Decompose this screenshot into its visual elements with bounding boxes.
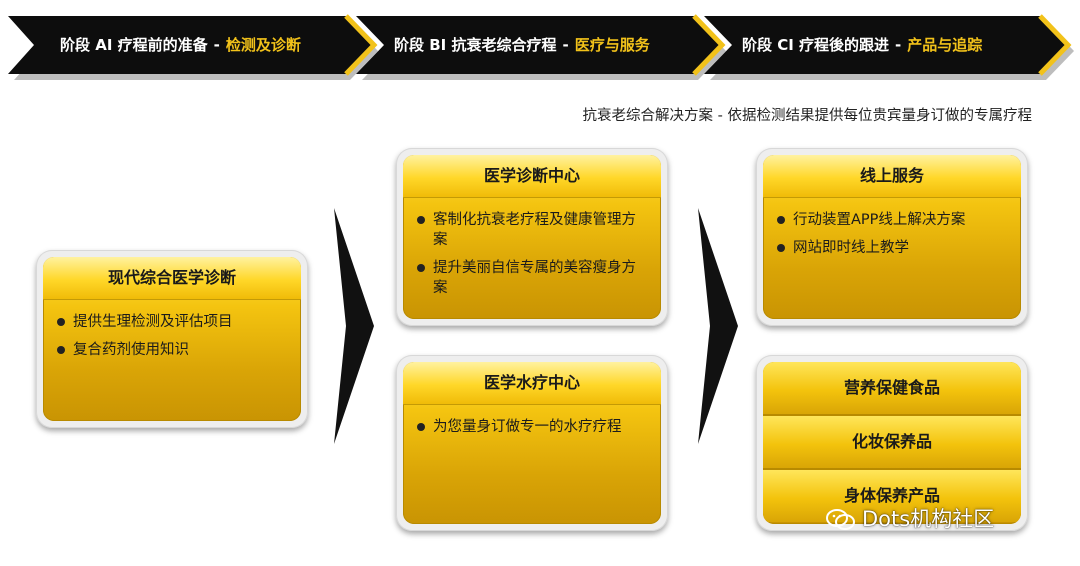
stage-band: 阶段 AI 疗程前的准备-检测及诊断 阶段 BI 抗衰老综合疗程-医疗与服务 阶… — [0, 0, 1080, 86]
product-body-care: 身体保养产品 — [763, 470, 1021, 522]
flow-arrow-2 — [698, 208, 738, 444]
online-service-card: 线上服务 行动装置APP线上解决方案 网站即时线上教学 — [763, 155, 1021, 319]
online-service-box: 线上服务 行动装置APP线上解决方案 网站即时线上教学 — [756, 148, 1028, 326]
watermark-text: Dots机构社区 — [862, 507, 995, 531]
medical-center-title: 医学诊断中心 — [403, 155, 661, 198]
watermark: Dots机构社区 — [826, 504, 994, 534]
stage-b-chevron — [356, 16, 722, 74]
hydro-center-title: 医学水疗中心 — [403, 362, 661, 405]
diagnosis-title: 现代综合医学诊断 — [43, 257, 301, 300]
list-item: 提升美丽自信专属的美容瘦身方案 — [417, 258, 643, 298]
medical-center-box: 医学诊断中心 客制化抗衰老疗程及健康管理方案 提升美丽自信专属的美容瘦身方案 — [396, 148, 668, 326]
hydro-center-list: 为您量身订做专一的水疗疗程 — [403, 417, 661, 437]
products-box: 营养保健食品 化妆保养品 身体保养产品 — [756, 355, 1028, 531]
list-item: 行动装置APP线上解决方案 — [777, 210, 1003, 230]
list-item: 复合药剂使用知识 — [57, 340, 283, 360]
hydro-center-card: 医学水疗中心 为您量身订做专一的水疗疗程 — [403, 362, 661, 524]
stage-c-chevron — [704, 16, 1068, 74]
medical-center-card: 医学诊断中心 客制化抗衰老疗程及健康管理方案 提升美丽自信专属的美容瘦身方案 — [403, 155, 661, 319]
stage-a-label: 阶段 AI 疗程前的准备-检测及诊断 — [60, 36, 301, 54]
diagnosis-box: 现代综合医学诊断 提供生理检测及评估项目 复合药剂使用知识 — [36, 250, 308, 428]
stage-c-label: 阶段 CI 疗程後的跟进-产品与追踪 — [742, 36, 983, 54]
list-item: 客制化抗衰老疗程及健康管理方案 — [417, 210, 643, 250]
online-service-list: 行动装置APP线上解决方案 网站即时线上教学 — [763, 210, 1021, 258]
product-nutrition: 营养保健食品 — [763, 362, 1021, 416]
subtitle: 抗衰老综合解决方案 - 依据检测结果提供每位贵宾量身订做的专属疗程 — [582, 108, 1032, 124]
list-item: 网站即时线上教学 — [777, 238, 1003, 258]
diagnosis-list: 提供生理检测及评估项目 复合药剂使用知识 — [43, 312, 301, 360]
products-card: 营养保健食品 化妆保养品 身体保养产品 — [763, 362, 1021, 524]
flow-arrow-1 — [334, 208, 374, 444]
stage-a-chevron — [8, 16, 374, 74]
product-cosmetics: 化妆保养品 — [763, 416, 1021, 470]
hydro-center-box: 医学水疗中心 为您量身订做专一的水疗疗程 — [396, 355, 668, 531]
online-service-title: 线上服务 — [763, 155, 1021, 198]
wechat-icon — [826, 509, 855, 530]
diagnosis-card: 现代综合医学诊断 提供生理检测及评估项目 复合药剂使用知识 — [43, 257, 301, 421]
stage-b-highlight: 医疗与服务 — [574, 36, 650, 54]
stage-a-prefix: 阶段 AI 疗程前的准备 — [60, 36, 208, 54]
list-item: 为您量身订做专一的水疗疗程 — [417, 417, 643, 437]
medical-center-list: 客制化抗衰老疗程及健康管理方案 提升美丽自信专属的美容瘦身方案 — [403, 210, 661, 298]
stage-c-prefix: 阶段 CI 疗程後的跟进 — [742, 36, 890, 54]
stage-b-label: 阶段 BI 抗衰老综合疗程-医疗与服务 — [394, 36, 650, 54]
list-item: 提供生理检测及评估项目 — [57, 312, 283, 332]
stage-a-highlight: 检测及诊断 — [225, 36, 301, 54]
stage-b-prefix: 阶段 BI 抗衰老综合疗程 — [394, 36, 557, 54]
stage-chevrons — [8, 14, 1074, 80]
stage-c-highlight: 产品与追踪 — [907, 36, 983, 54]
